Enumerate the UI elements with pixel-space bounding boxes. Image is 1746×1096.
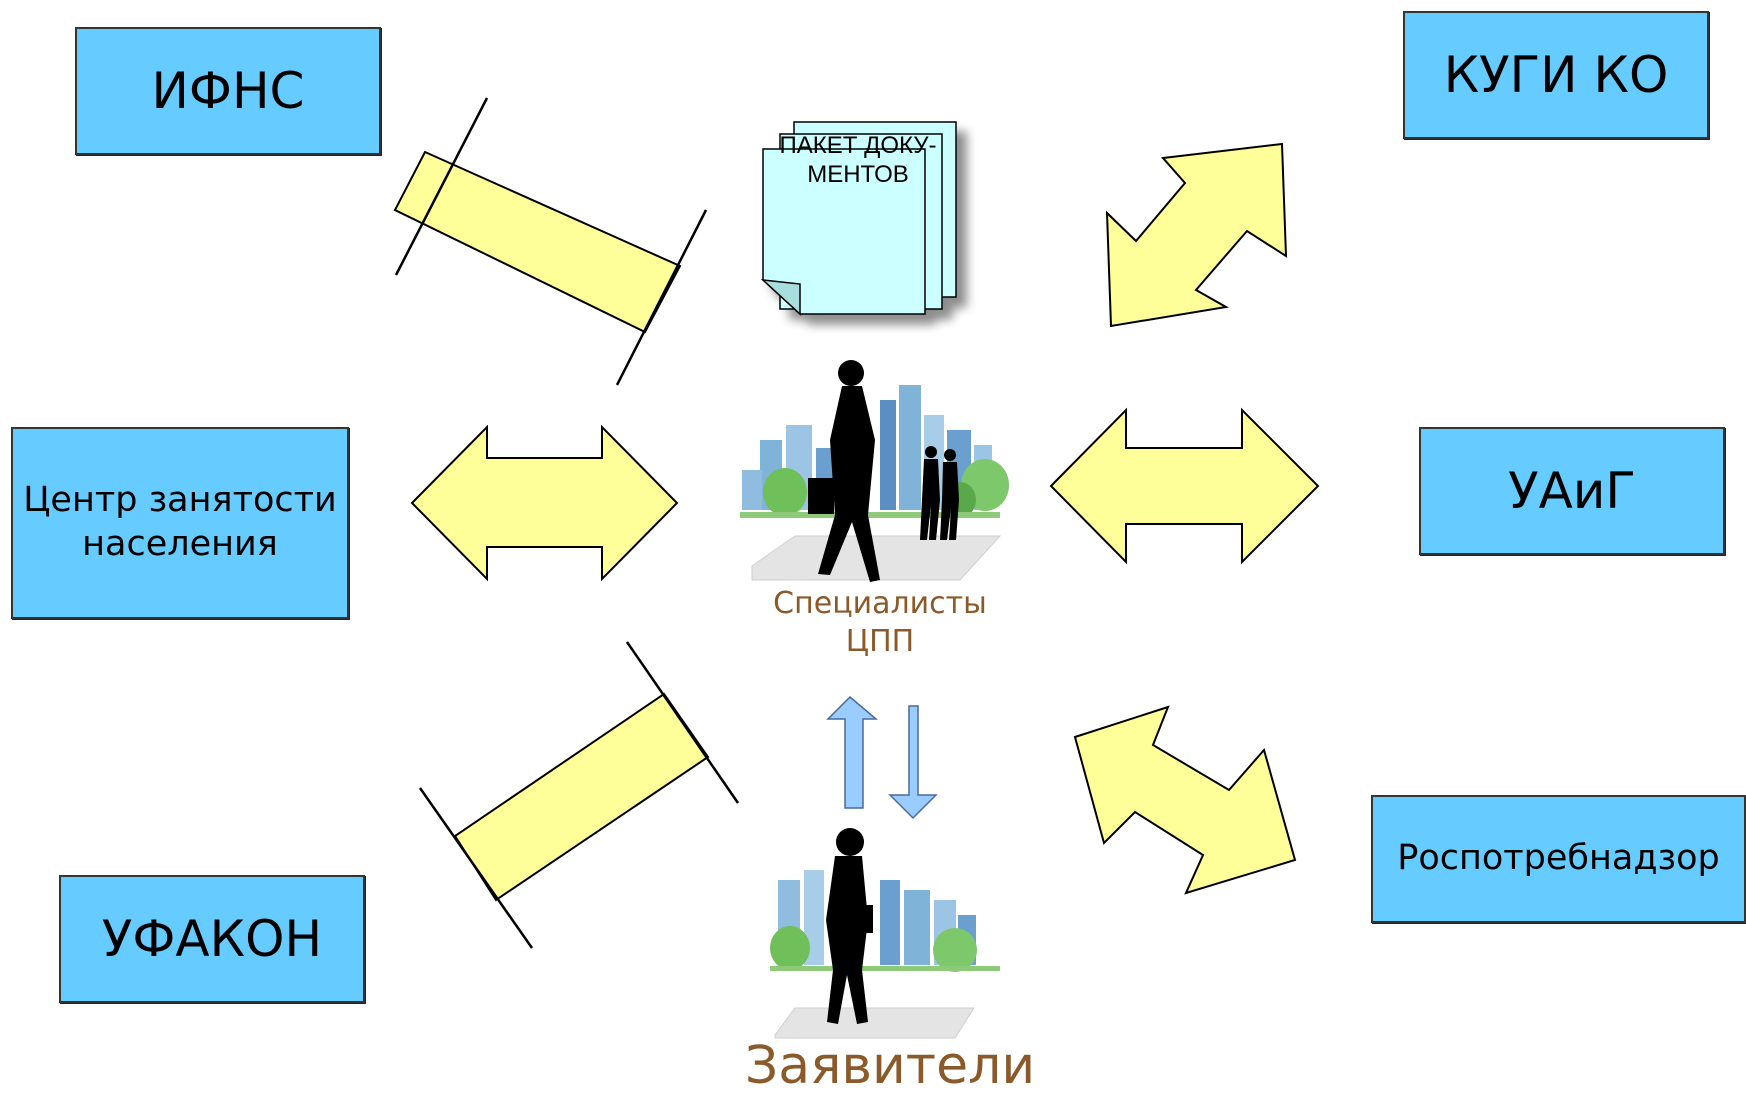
uaig-label: УАиГ (1508, 461, 1636, 520)
specialists-caption-line1: Специалисты (773, 586, 987, 621)
connector-uaig-arrow (1049, 407, 1320, 565)
applicants-illustration (770, 828, 1000, 1039)
specialists-caption-line2: ЦПП (845, 623, 915, 659)
documents-label: ПАКЕТ ДОКУ- МЕНТОВ (768, 132, 948, 190)
connector-employment-arrow (410, 424, 679, 582)
kugi-box: КУГИ КО (1403, 11, 1709, 139)
specialists-illustration (740, 360, 1009, 582)
applicants-caption: Заявители (744, 1036, 1036, 1096)
documents-label-line2: МЕНТОВ (807, 160, 909, 188)
specialists-caption: Специалисты ЦПП (740, 585, 1020, 660)
ifns-box: ИФНС (75, 27, 381, 155)
document-stack-icon (760, 121, 957, 316)
connector-kugi-arrow (1105, 142, 1288, 328)
uaig-box: УАиГ (1419, 427, 1725, 555)
up-arrow-icon (826, 695, 879, 809)
ufakon-box: УФАКОН (59, 875, 365, 1003)
connector-rospotrebnadzor-arrow (1073, 705, 1297, 895)
employment-center-box: Центр занятости населения (11, 427, 349, 619)
ufakon-label: УФАКОН (101, 909, 323, 968)
connector-ufakon-arrow (418, 641, 740, 949)
down-arrow-icon (888, 705, 938, 820)
connector-ifns-arrow (393, 97, 708, 386)
rospotrebnadzor-label: Роспотребнадзор (1397, 838, 1720, 879)
ifns-label: ИФНС (151, 61, 305, 120)
employment-center-label: Центр занятости населения (23, 480, 337, 564)
documents-label-line1: ПАКЕТ ДОКУ- (779, 132, 937, 159)
rospotrebnadzor-box: Роспотребнадзор (1371, 795, 1746, 923)
kugi-label: КУГИ КО (1443, 45, 1669, 104)
